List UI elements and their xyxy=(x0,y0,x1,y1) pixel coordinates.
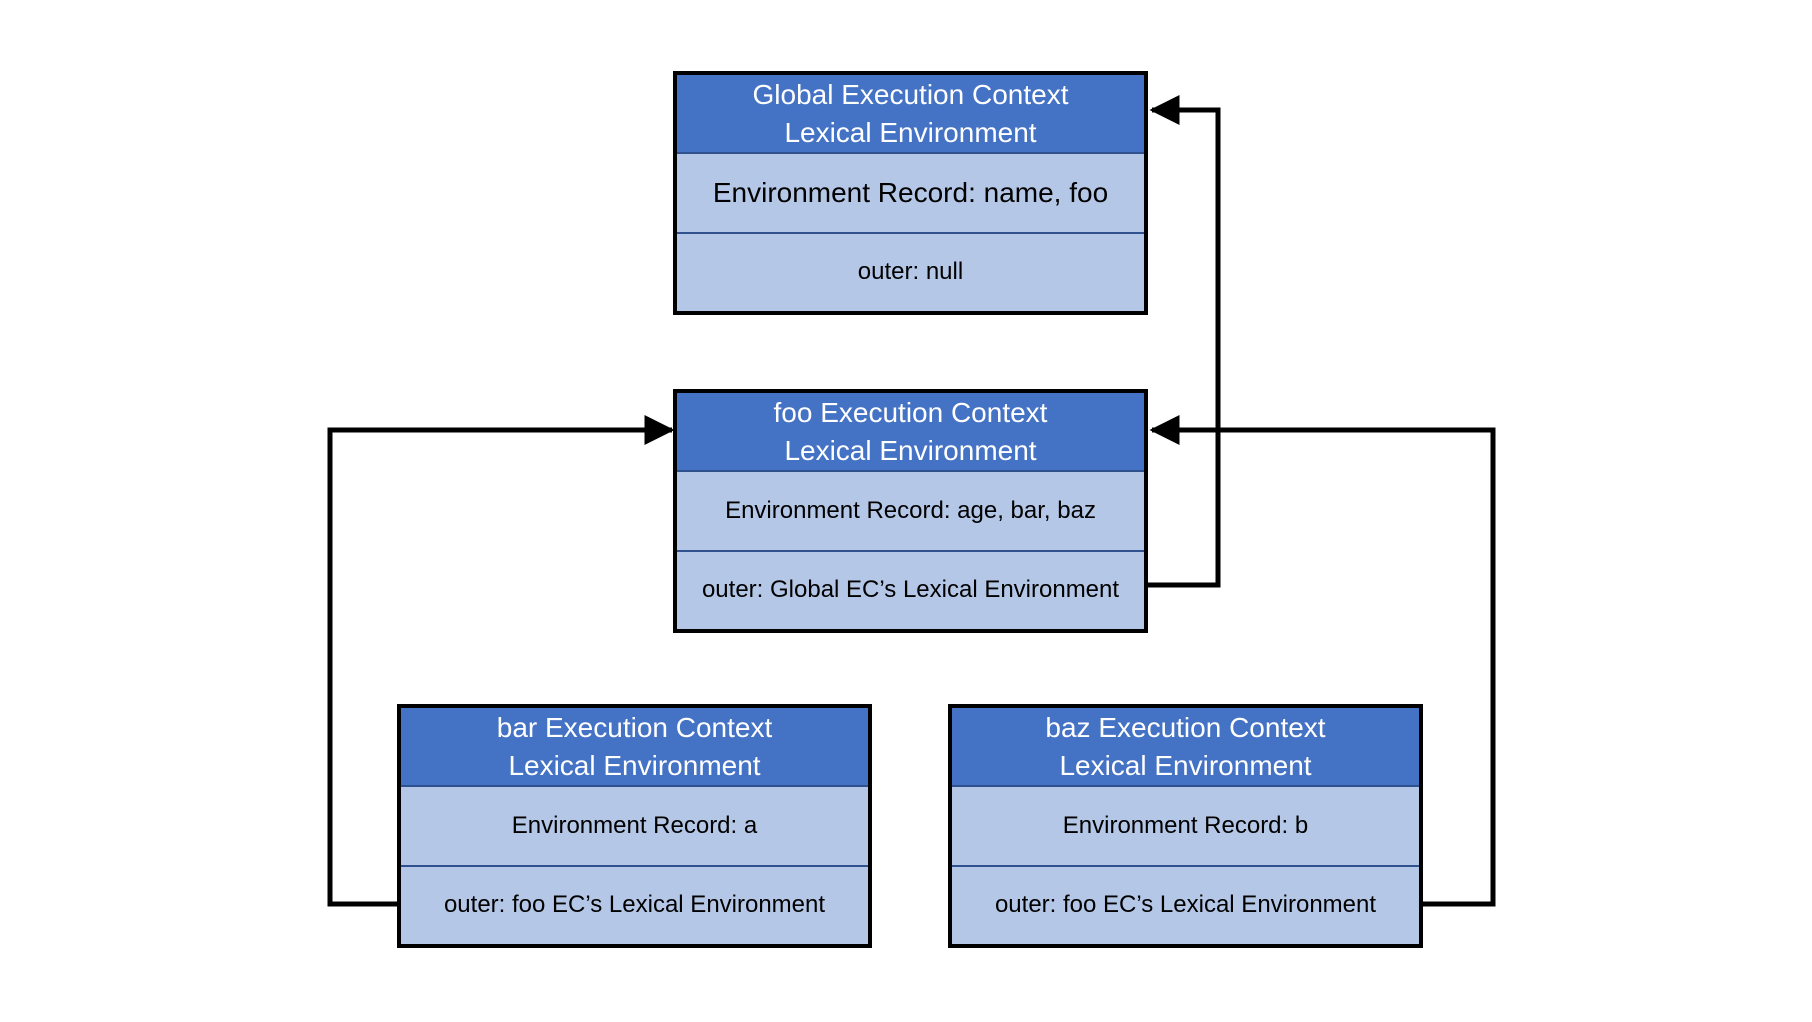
global-title-line2: Lexical Environment xyxy=(784,116,1037,148)
global-outer-reference: outer: null xyxy=(857,258,964,286)
bar-title-line2: Lexical Environment xyxy=(508,749,761,781)
baz-outer-reference: outer: foo EC’s Lexical Environment xyxy=(994,891,1377,919)
bar-environment-record: Environment Record: a xyxy=(401,787,868,867)
bar-title-line1: bar Execution Context xyxy=(496,711,773,743)
foo-header: foo Execution Context Lexical Environmen… xyxy=(677,393,1144,473)
bar-to-foo-arrow xyxy=(327,415,675,907)
foo-title-line2: Lexical Environment xyxy=(784,434,1037,466)
bar-header: bar Execution Context Lexical Environmen… xyxy=(401,708,868,788)
global-title-line1: Global Execution Context xyxy=(752,78,1069,110)
baz-environment-record: Environment Record: b xyxy=(952,787,1419,867)
baz-title-line1: baz Execution Context xyxy=(1045,711,1326,743)
baz-to-foo-arrow xyxy=(1149,415,1496,907)
global-header: Global Execution Context Lexical Environ… xyxy=(677,75,1144,155)
baz-title-line2: Lexical Environment xyxy=(1059,749,1312,781)
bar-lexical-environment: bar Execution Context Lexical Environmen… xyxy=(397,704,872,948)
foo-title-line1: foo Execution Context xyxy=(773,396,1048,428)
baz-lexical-environment: baz Execution Context Lexical Environmen… xyxy=(948,704,1423,948)
global-environment-record: Environment Record: name, foo xyxy=(677,154,1144,234)
foo-outer-reference: outer: Global EC’s Lexical Environment xyxy=(701,576,1120,604)
baz-header: baz Execution Context Lexical Environmen… xyxy=(952,708,1419,788)
foo-to-global-arrow xyxy=(1146,95,1221,588)
foo-environment-record: Environment Record: age, bar, baz xyxy=(677,472,1144,552)
bar-outer-reference: outer: foo EC’s Lexical Environment xyxy=(443,891,826,919)
global-lexical-environment: Global Execution Context Lexical Environ… xyxy=(673,71,1148,315)
foo-lexical-environment: foo Execution Context Lexical Environmen… xyxy=(673,389,1148,633)
